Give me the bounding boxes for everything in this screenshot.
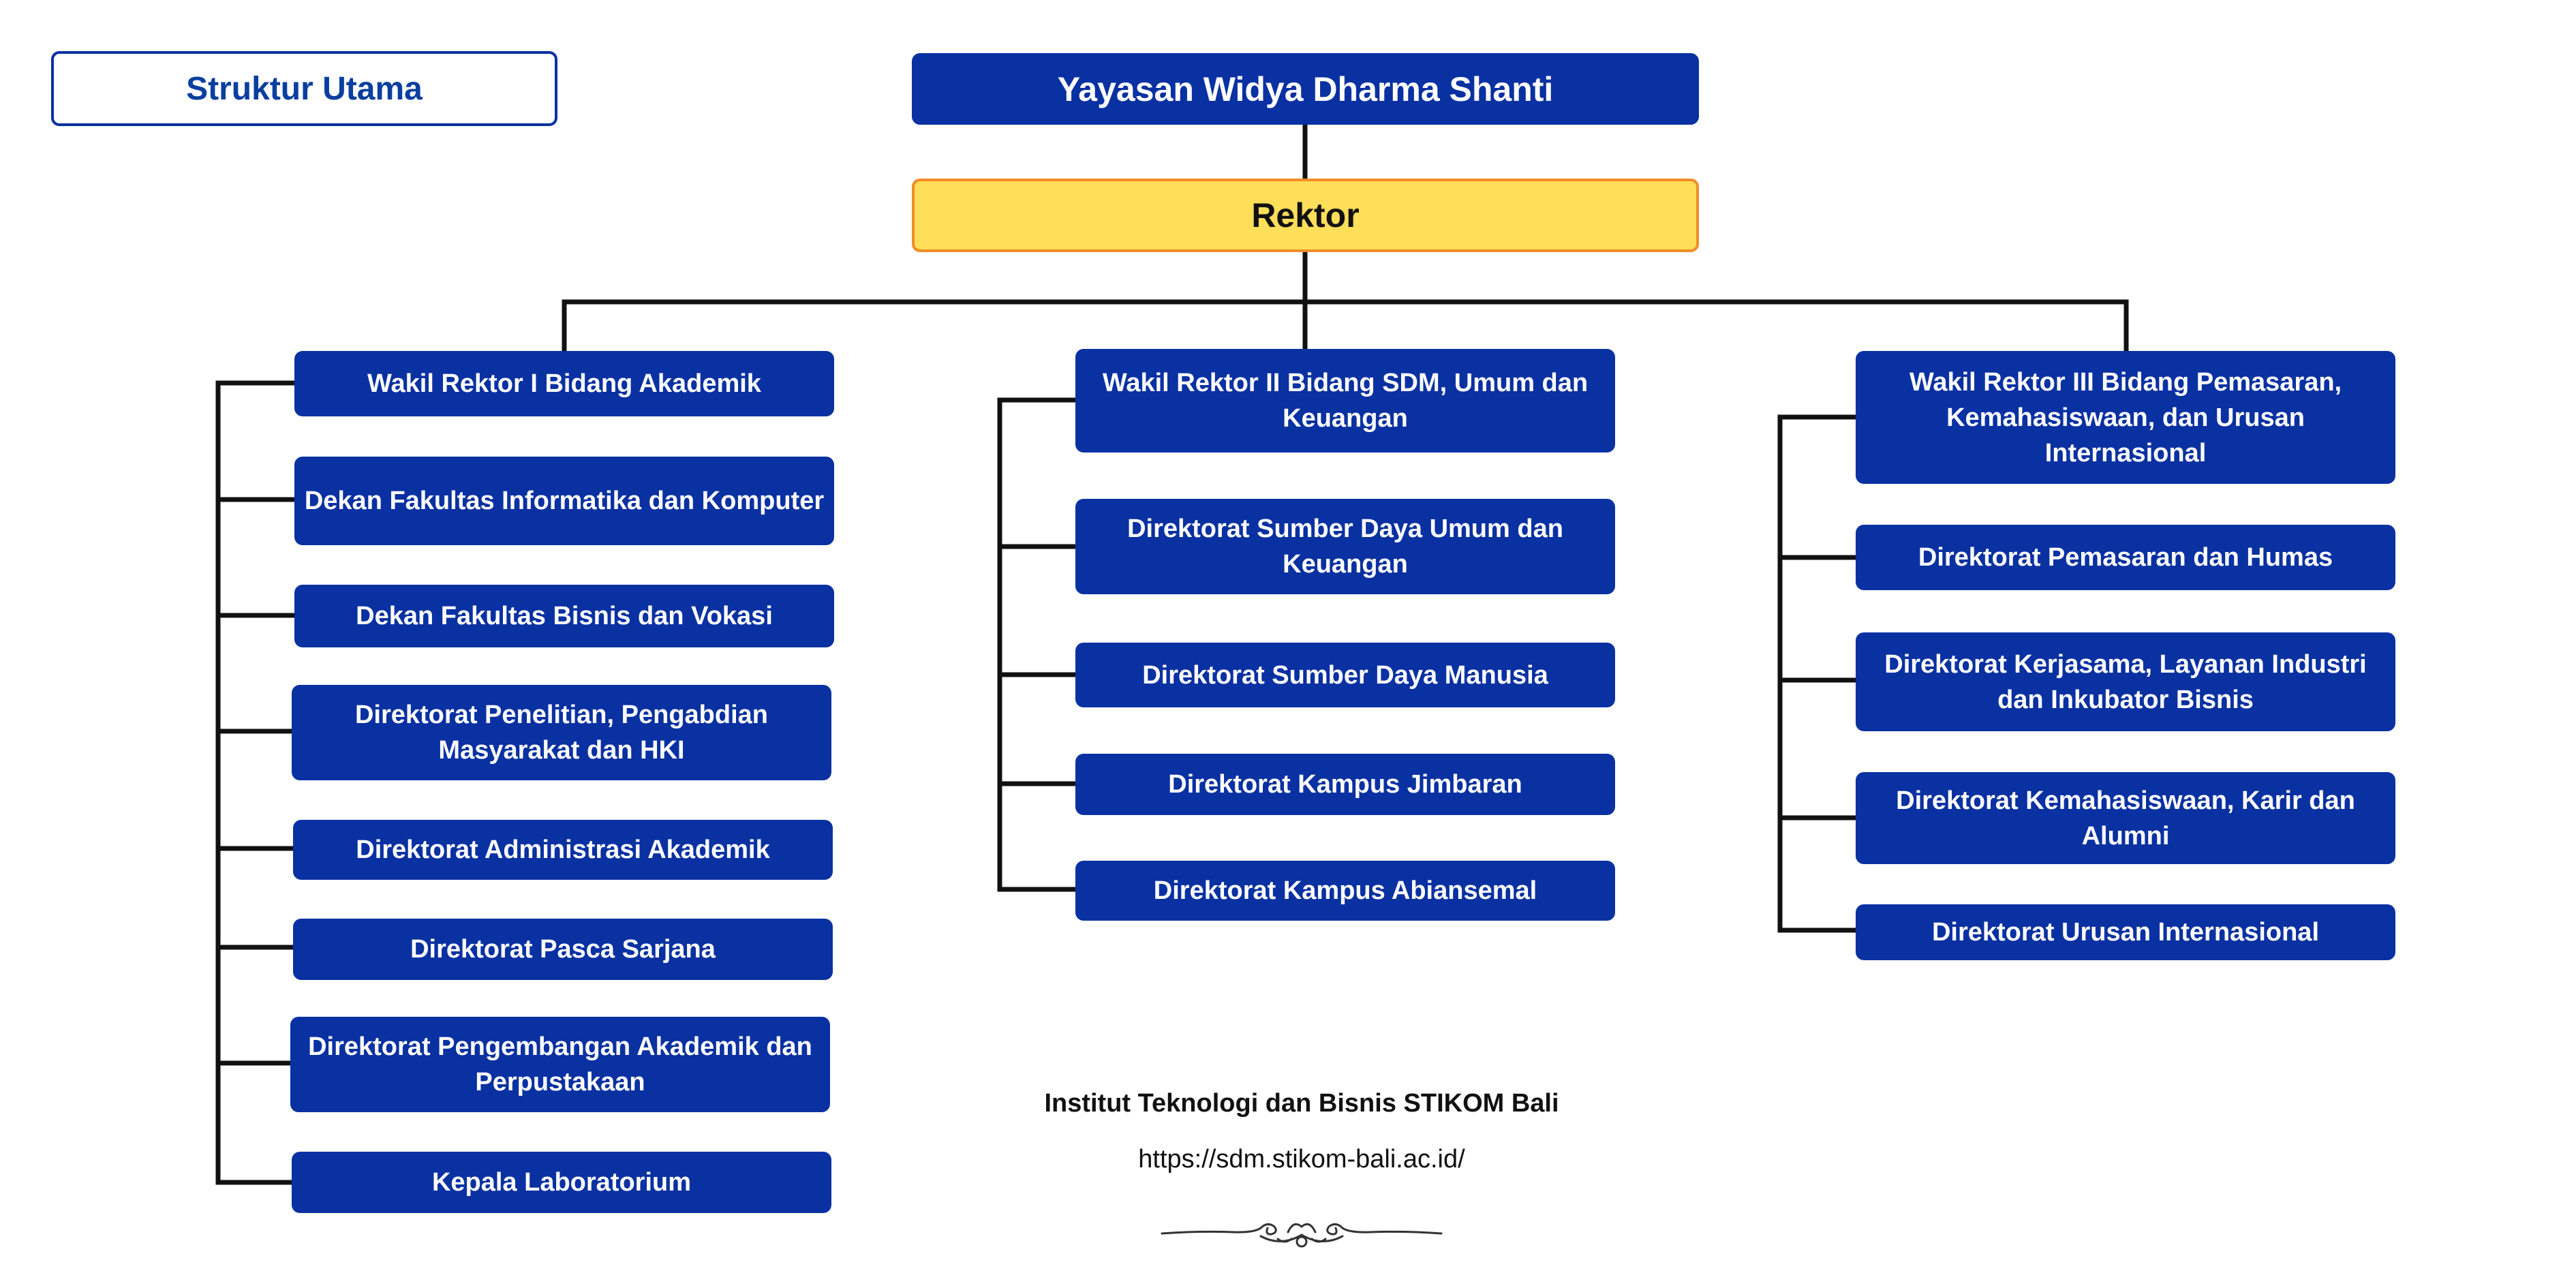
foundation-label: Yayasan Widya Dharma Shanti [1057,70,1554,108]
foundation-box: Yayasan Widya Dharma Shanti [912,53,1699,125]
org-unit-box: Direktorat Kampus Jimbaran [1075,754,1615,815]
section-badge-label: Struktur Utama [186,70,423,107]
org-unit-box: Direktorat Penelitian, Pengabdian Masyar… [292,685,831,780]
org-unit-box: Dekan Fakultas Bisnis dan Vokasi [294,585,834,647]
org-unit-box: Direktorat Pengembangan Akademik dan Per… [290,1017,830,1112]
wakil-rektor-3-box: Wakil Rektor III Bidang Pemasaran, Kemah… [1856,351,2395,484]
website-url: https://sdm.stikom-bali.ac.id/ [1138,1145,1465,1174]
org-unit-box: Direktorat Urusan Internasional [1856,904,2395,960]
org-unit-box: Direktorat Kerjasama, Layanan Industri d… [1856,632,2395,731]
org-unit-box: Direktorat Kampus Abiansemal [1075,861,1615,921]
org-unit-box: Direktorat Pemasaran dan Humas [1856,525,2395,590]
org-unit-box: Direktorat Sumber Daya Umum dan Keuangan [1075,499,1615,594]
rektor-label: Rektor [1251,196,1360,234]
institution-name: Institut Teknologi dan Bisnis STIKOM Bal… [1044,1089,1559,1118]
wakil-rektor-2-box: Wakil Rektor II Bidang SDM, Umum dan Keu… [1075,349,1615,453]
wakil-rektor-1-box: Wakil Rektor I Bidang Akademik [294,351,834,416]
org-unit-box: Kepala Laboratorium [292,1152,831,1213]
rektor-box: Rektor [912,179,1699,252]
flourish-ornament-icon [1161,1223,1443,1248]
org-unit-box: Dekan Fakultas Informatika dan Komputer [294,457,834,545]
org-unit-box: Direktorat Pasca Sarjana [293,919,833,980]
org-unit-box: Direktorat Administrasi Akademik [293,820,833,880]
section-badge: Struktur Utama [51,51,557,126]
org-unit-box: Direktorat Sumber Daya Manusia [1075,643,1615,707]
org-unit-box: Direktorat Kemahasiswaan, Karir dan Alum… [1856,772,2395,864]
